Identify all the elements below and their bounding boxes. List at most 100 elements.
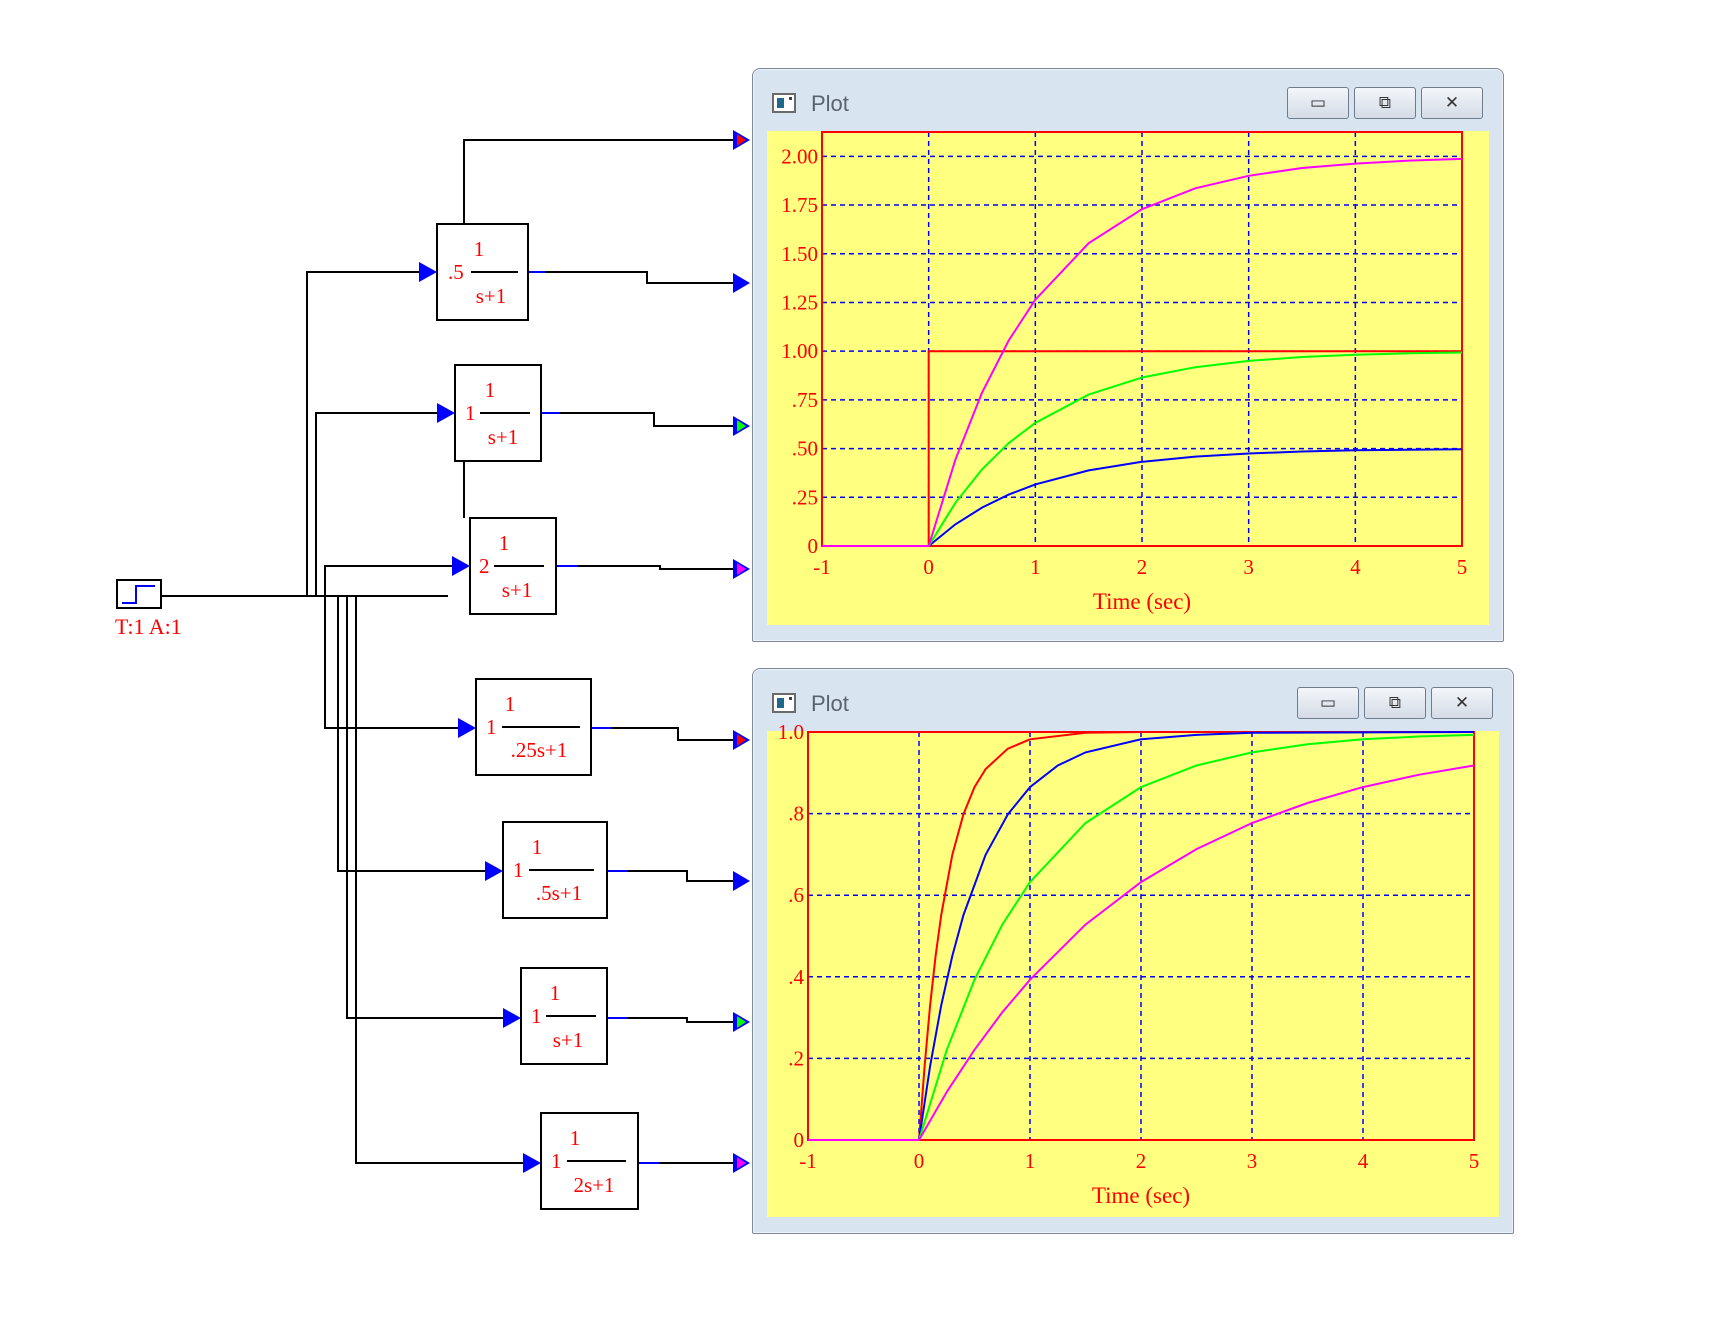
wire: [355, 596, 527, 1164]
y-tick-label: 2.00: [781, 144, 818, 168]
window-title: Plot: [811, 691, 849, 716]
tf-numerator: 1: [550, 981, 561, 1005]
x-tick-label: 3: [1247, 1149, 1258, 1173]
input-arrow: [437, 403, 455, 423]
tf-block-3[interactable]: 2 1 s+1: [479, 531, 532, 602]
tf-gain: 1: [531, 1004, 542, 1028]
series-line-3: [808, 733, 1475, 1141]
scope-arrow-color: [737, 875, 746, 887]
x-tick-label: 1: [1025, 1149, 1036, 1173]
minimize-button[interactable]: ▭: [1287, 87, 1349, 119]
tf-denominator: 2s+1: [573, 1173, 614, 1197]
x-tick-label: 2: [1137, 555, 1148, 579]
wire: [541, 412, 737, 427]
tf-denominator: s+1: [488, 425, 519, 449]
tf-numerator: 1: [532, 835, 543, 859]
wires: [161, 139, 737, 1164]
tf-gain: 1: [486, 715, 497, 739]
y-tick-label: .25: [792, 485, 818, 509]
series-line-3: [822, 351, 1463, 547]
scope-arrow-color: [737, 1157, 746, 1169]
wire: [324, 596, 462, 729]
plot-canvas: [767, 731, 1499, 1217]
window-title: Plot: [811, 91, 849, 116]
wire: [556, 565, 737, 570]
wire: [324, 565, 456, 596]
y-tick-label: .2: [788, 1046, 804, 1070]
x-tick-label: 2: [1136, 1149, 1147, 1173]
wire: [306, 271, 423, 596]
minimize-button[interactable]: ▭: [1297, 687, 1359, 719]
series-line-4: [822, 157, 1463, 547]
tf-gain: 1: [465, 401, 476, 425]
wire: [346, 596, 507, 1019]
y-tick-label: 1.00: [781, 339, 818, 363]
tf-block-4[interactable]: 1 1 .25s+1: [486, 692, 567, 762]
scope-arrow-color: [737, 134, 746, 146]
tf-numerator: 1: [505, 692, 516, 716]
tf-gain: 2: [479, 554, 490, 578]
input-arrow: [419, 262, 437, 282]
title-bar[interactable]: Plot ▭ ⧉ ✕: [753, 669, 1513, 725]
tf-numerator: 1: [499, 531, 510, 555]
x-tick-label: 0: [923, 555, 934, 579]
plot-frame: [821, 131, 1463, 547]
tf-block-7[interactable]: 1 1 2s+1: [551, 1126, 615, 1197]
scope-arrow-color: [737, 734, 746, 746]
wire: [528, 271, 737, 284]
y-tick-label: .4: [788, 965, 804, 989]
tf-numerator: 1: [570, 1126, 581, 1150]
scope-arrow-color: [737, 1016, 746, 1028]
step-source-block[interactable]: [116, 579, 162, 609]
y-tick-label: .50: [792, 437, 818, 461]
scope-arrow-color: [737, 277, 746, 289]
y-tick-label: 0: [794, 1128, 805, 1152]
tf-gain: 1: [513, 858, 524, 882]
x-tick-label: 4: [1350, 555, 1361, 579]
wire: [463, 139, 737, 224]
tf-block-2[interactable]: 1 1 s+1: [465, 378, 518, 449]
input-arrow: [458, 718, 476, 738]
y-tick-label: .6: [788, 883, 804, 907]
input-arrow: [452, 556, 470, 576]
series-line-2: [808, 731, 1475, 1141]
restore-button[interactable]: ⧉: [1364, 687, 1426, 719]
tf-block-6[interactable]: 1 1 s+1: [531, 981, 583, 1052]
x-axis-label: Time (sec): [1093, 589, 1191, 614]
tf-block-1[interactable]: .5 1 s+1: [448, 237, 506, 308]
restore-button[interactable]: ⧉: [1354, 87, 1416, 119]
title-bar[interactable]: Plot ▭ ⧉ ✕: [753, 69, 1503, 125]
y-tick-label: .75: [792, 388, 818, 412]
close-button[interactable]: ✕: [1421, 87, 1483, 119]
plot-window-icon: [772, 93, 796, 113]
input-arrow: [503, 1008, 521, 1028]
x-axis-label: Time (sec): [1092, 1183, 1190, 1208]
tf-denominator: s+1: [476, 284, 507, 308]
tf-gain: .5: [448, 260, 464, 284]
scope-arrow-color: [737, 563, 746, 575]
tf-numerator: 1: [485, 378, 496, 402]
close-button[interactable]: ✕: [1431, 687, 1493, 719]
x-tick-label: 3: [1243, 555, 1254, 579]
tf-denominator: .5s+1: [536, 881, 582, 905]
tf-gain: 1: [551, 1149, 562, 1173]
x-tick-label: 0: [914, 1149, 925, 1173]
scope-arrow-color: [737, 420, 746, 432]
x-tick-label: -1: [813, 555, 831, 579]
tf-denominator: s+1: [502, 578, 533, 602]
input-arrow: [485, 861, 503, 881]
wire: [607, 1017, 737, 1023]
series-line-2: [822, 448, 1463, 547]
series-line-4: [808, 764, 1475, 1141]
x-tick-label: 1: [1030, 555, 1041, 579]
x-tick-label: 5: [1457, 555, 1468, 579]
tf-block-5[interactable]: 1 1 .5s+1: [513, 835, 582, 905]
y-tick-label: 0: [808, 534, 819, 558]
wire: [337, 596, 489, 872]
wire: [315, 412, 441, 596]
